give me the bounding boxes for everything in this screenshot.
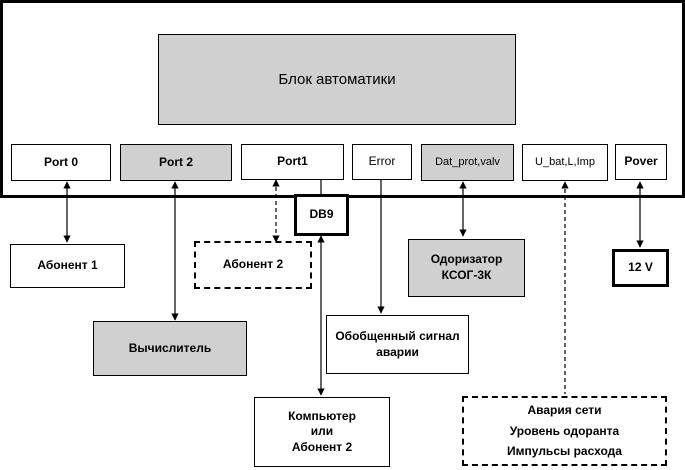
abonent-1-label: Абонент 1 bbox=[37, 258, 98, 273]
port-u-bat: U_bat,L,Imp bbox=[522, 144, 608, 181]
abonent-1: Абонент 1 bbox=[10, 244, 125, 288]
port-2: Port 2 bbox=[120, 144, 232, 181]
computer-line-2: или bbox=[310, 424, 334, 439]
computer-line-1: Компьютер bbox=[288, 408, 356, 423]
calculator-label: Вычислитель bbox=[128, 340, 212, 355]
port-u-bat-label: U_bat,L,Imp bbox=[535, 156, 595, 169]
port-dat-prot-label: Dat_prot,valv bbox=[435, 156, 500, 169]
computer-line-3: Абонент 2 bbox=[291, 439, 353, 454]
port-1-label: Port1 bbox=[277, 154, 308, 169]
calculator: Вычислитель bbox=[93, 321, 247, 376]
odorizer-line-1: Одоризатор bbox=[430, 252, 503, 267]
signal-line-3: Импульсы расхода bbox=[507, 444, 622, 459]
port-error-label: Error bbox=[368, 154, 396, 169]
general-alarm-line-1: Обобщенный сигнал bbox=[335, 328, 460, 343]
port-power: Pover bbox=[615, 144, 667, 180]
signal-line-2: Уровень одоранта bbox=[509, 423, 620, 438]
power-supply-label: 12 V bbox=[628, 260, 653, 275]
automation-block-label: Блок автоматики bbox=[278, 70, 396, 88]
general-alarm-line-2: аварии bbox=[376, 344, 419, 359]
odorizer: Одоризатор КСОГ-3К bbox=[408, 239, 525, 297]
port-dat-prot: Dat_prot,valv bbox=[421, 144, 514, 181]
power-supply-12v: 12 V bbox=[612, 249, 669, 287]
db9-connector: DB9 bbox=[294, 194, 349, 236]
abonent-2-label: Абонент 2 bbox=[222, 257, 284, 272]
general-alarm: Обобщенный сигнал аварии bbox=[326, 315, 469, 374]
computer-or-abonent-2: Компьютер или Абонент 2 bbox=[254, 397, 390, 467]
db9-label: DB9 bbox=[309, 207, 334, 222]
port-power-label: Pover bbox=[624, 154, 658, 169]
port-error: Error bbox=[352, 144, 412, 180]
abonent-2-optional: Абонент 2 bbox=[194, 241, 312, 289]
port-0-label: Port 0 bbox=[43, 154, 78, 169]
automation-block: Блок автоматики bbox=[158, 34, 516, 125]
odorizer-line-2: КСОГ-3К bbox=[441, 268, 492, 282]
port-2-label: Port 2 bbox=[158, 154, 193, 169]
port-1: Port1 bbox=[241, 144, 344, 180]
signal-inputs: Авария сети Уровень одоранта Импульсы ра… bbox=[462, 396, 667, 466]
port-0: Port 0 bbox=[11, 144, 111, 181]
signal-line-1: Авария сети bbox=[527, 403, 602, 418]
